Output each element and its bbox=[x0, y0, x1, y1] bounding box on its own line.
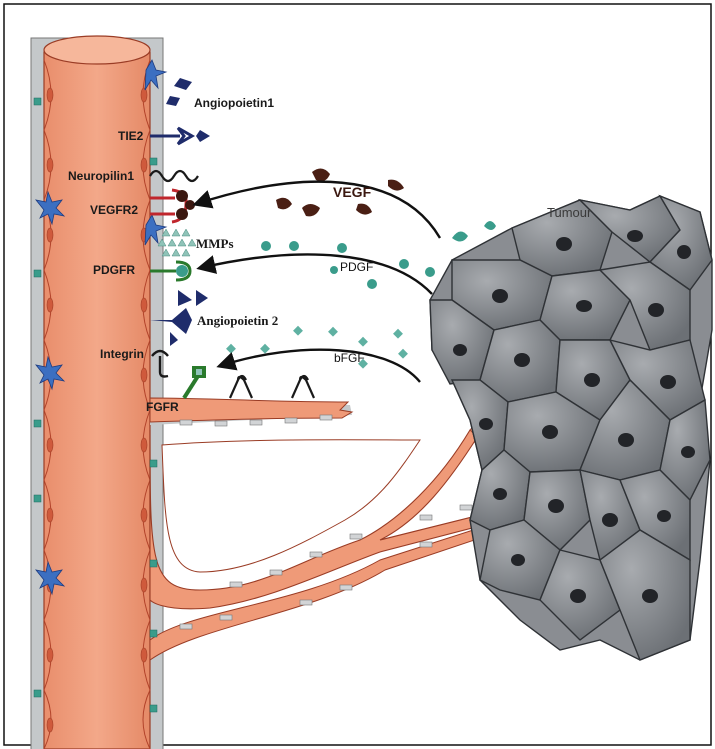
pdgf-molecule-icon bbox=[399, 259, 409, 269]
vegf-molecule-icon bbox=[356, 204, 372, 215]
label-tumour: Tumour bbox=[547, 205, 592, 220]
label-neuropilin1: Neuropilin1 bbox=[68, 169, 134, 183]
label-angiopoietin2: Angiopoietin 2 bbox=[197, 313, 278, 328]
label-pdgfr: PDGFR bbox=[93, 263, 135, 277]
mmps-icon bbox=[158, 229, 196, 256]
pdgf-molecule-icon bbox=[330, 266, 338, 274]
angiopoietin1-molecule-icon bbox=[174, 78, 192, 90]
pdgf-molecule-icon bbox=[337, 243, 347, 253]
label-tie2: TIE2 bbox=[118, 129, 144, 143]
label-bfgf: bFGF bbox=[334, 351, 365, 365]
integrin-sprout-icon bbox=[292, 376, 314, 398]
label-vegf: VEGF bbox=[333, 184, 372, 200]
label-mmps: MMPs bbox=[196, 236, 234, 251]
fgfr-receptor-icon bbox=[184, 366, 206, 398]
bfgf-arrow bbox=[220, 350, 420, 382]
pdgf-molecule-icon bbox=[425, 267, 435, 277]
vegf-molecule-icon bbox=[312, 168, 330, 181]
tumour-mass bbox=[430, 196, 712, 660]
label-angiopoietin1: Angiopoietin1 bbox=[194, 96, 274, 110]
bfgf-molecules bbox=[226, 326, 408, 369]
vegf-molecule-icon bbox=[276, 198, 292, 210]
label-pdgf: PDGF bbox=[340, 260, 373, 274]
pdgf-molecule-icon bbox=[484, 221, 496, 230]
vegf-molecule-icon bbox=[302, 204, 320, 216]
pdgf-molecule-icon bbox=[367, 279, 377, 289]
label-fgfr: FGFR bbox=[146, 400, 179, 414]
label-integrin: Integrin bbox=[100, 347, 144, 361]
pdgf-molecule-icon bbox=[452, 231, 468, 241]
pdgf-molecule-icon bbox=[261, 241, 271, 251]
vegf-molecule-icon bbox=[388, 180, 404, 191]
integrin-sprout-icon bbox=[230, 376, 252, 398]
label-vegfr2: VEGFR2 bbox=[90, 203, 138, 217]
angiopoietin1-molecule-icon bbox=[166, 96, 180, 106]
pdgf-arrow bbox=[200, 255, 432, 294]
pdgf-molecule-icon bbox=[289, 241, 299, 251]
